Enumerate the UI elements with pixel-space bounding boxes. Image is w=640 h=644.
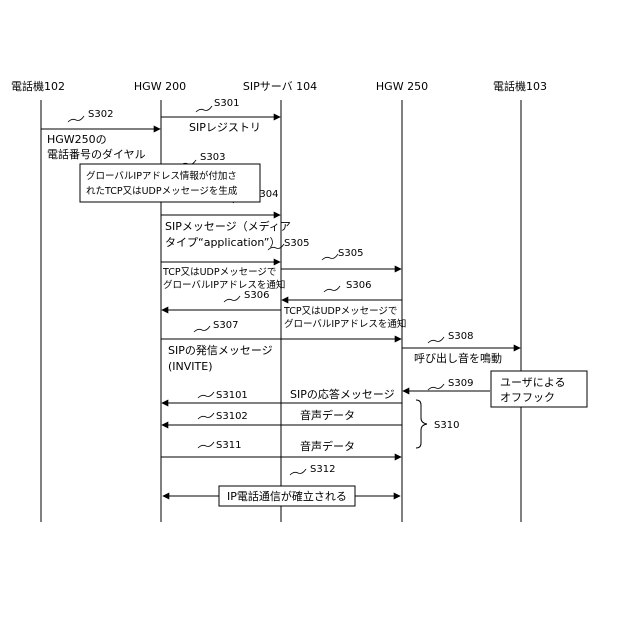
step-s307: S307 <box>213 320 238 331</box>
msg-established: IP電話通信が確立される <box>227 489 347 503</box>
msg-s303-line2: れたTCP又はUDPメッセージを生成 <box>86 185 238 197</box>
entity-hgw-250: HGW 250 <box>376 80 428 93</box>
msg-dial-line2: 電話番号のダイヤル <box>47 147 146 161</box>
msg-sip-registry: SIPレジストリ <box>189 121 261 134</box>
msg-s306-line1: TCP又はUDPメッセージで <box>283 306 397 317</box>
msg-s306-line2: グローバルIPアドレスを通知 <box>284 318 406 330</box>
msg-s303-line1: グローバルIPアドレス情報が付加さ <box>86 170 237 182</box>
entity-phone-103: 電話機103 <box>493 79 547 93</box>
step-s305-b: S305 <box>338 248 363 259</box>
msg-s305-line2: グローバルIPアドレスを通知 <box>163 279 285 291</box>
msg-invite-line2: (INVITE) <box>168 360 213 373</box>
bracket-s310 <box>416 400 427 448</box>
step-s312: S312 <box>310 464 335 475</box>
step-s302: S302 <box>88 109 113 120</box>
msg-offhook-line1: ユーザによる <box>500 376 565 389</box>
step-s3102: S3102 <box>216 411 248 422</box>
step-s306-a: S306 <box>346 280 371 291</box>
step-s309: S309 <box>448 378 473 389</box>
entity-sip-server-104: SIPサーバ 104 <box>243 80 317 93</box>
entity-hgw-200: HGW 200 <box>134 80 186 93</box>
msg-dial-line1: HGW250の <box>47 133 107 146</box>
msg-ring: 呼び出し音を鳴動 <box>414 351 502 365</box>
msg-s304-line1: SIPメッセージ（メディア <box>165 219 291 233</box>
step-s306-b: S306 <box>244 290 269 301</box>
step-s303: S303 <box>200 152 225 163</box>
msg-voice-2: 音声データ <box>300 439 355 453</box>
step-s305-a: S305 <box>284 238 309 249</box>
step-s308: S308 <box>448 331 473 342</box>
step-s3101: S3101 <box>216 390 248 401</box>
step-s311: S311 <box>216 440 241 451</box>
msg-invite-line1: SIPの発信メッセージ <box>168 343 273 357</box>
msg-sip-response: SIPの応答メッセージ <box>290 387 395 401</box>
msg-s304-line2: タイプ“application”） <box>165 236 280 249</box>
step-s301: S301 <box>214 98 239 109</box>
msg-voice-1: 音声データ <box>300 408 355 422</box>
step-s310: S310 <box>434 420 459 431</box>
msg-offhook-line2: オフフック <box>500 391 555 404</box>
entity-phone-102: 電話機102 <box>11 79 65 93</box>
msg-s305-line1: TCP又はUDPメッセージで <box>162 267 276 278</box>
lifelines <box>41 100 521 522</box>
